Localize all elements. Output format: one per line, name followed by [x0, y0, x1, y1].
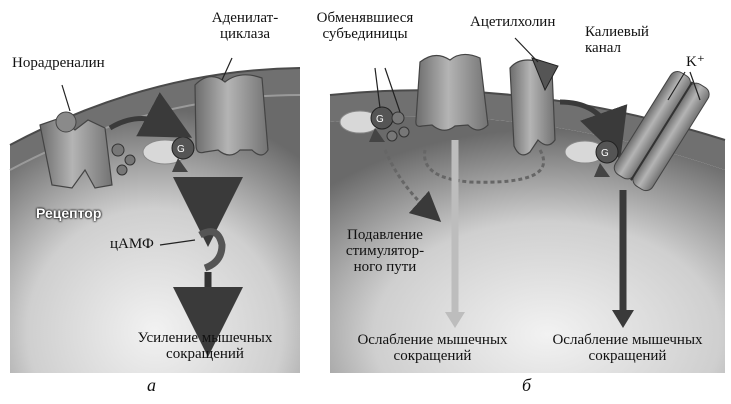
label-adenylate-2: циклаза — [219, 26, 271, 42]
dashed-loop-arrow — [423, 149, 546, 184]
label-kchannel-1: Калиевый — [585, 24, 649, 40]
camp-molecule — [198, 228, 226, 272]
label-receptor: Рецептор — [36, 205, 102, 221]
g-alpha-b-right-text: G — [601, 148, 609, 159]
g-alpha-a-text: G — [177, 144, 185, 155]
label-result-b-mid-2: сокращений — [393, 348, 472, 364]
g-alpha-a: G — [142, 136, 195, 172]
label-result-b-right-2: сокращений — [588, 348, 667, 364]
label-k-ion: K⁺ — [686, 54, 705, 70]
label-adenylate-1: Аденилат- — [211, 10, 279, 26]
label-result-a-2: сокращений — [166, 346, 244, 362]
adenylate-cyclase — [194, 74, 269, 156]
label-kchannel-2: канал — [585, 40, 622, 56]
subunits-pointer — [374, 67, 401, 113]
cyclase-pointer — [221, 57, 233, 81]
potassium-channel — [613, 71, 710, 192]
receptor-protein — [39, 117, 113, 189]
label-suppress-2: стимулятор- — [345, 243, 425, 259]
activation-arrow-a — [108, 92, 193, 138]
g-alpha-b-left-text: G — [376, 114, 384, 125]
label-result-a-1: Усиление мышечных — [137, 330, 273, 346]
g-alpha-b-right: G — [564, 140, 619, 177]
label-suppress-3: ного пути — [353, 259, 417, 275]
dashed-arrow-suppress — [383, 149, 442, 223]
acetylcholine-molecule — [531, 57, 559, 92]
ach-receptor — [509, 57, 559, 156]
noradrenaline-molecule — [55, 111, 77, 133]
noradrenaline-pointer — [61, 84, 71, 112]
panel-letter-a: а — [147, 375, 156, 395]
exchanged-subunits: G — [339, 106, 410, 142]
cyclase-b — [415, 53, 489, 131]
label-result-b-mid-1: Ослабление мышечных — [357, 332, 508, 348]
label-subunits-2: субъединицы — [322, 26, 408, 42]
label-noradrenaline: Норадреналин — [12, 55, 105, 71]
k-ion-pointer — [667, 71, 701, 101]
label-acetylcholine: Ацетилхолин — [470, 14, 556, 30]
label-camp: цАМФ — [110, 236, 154, 252]
label-subunits-1: Обменявшиеся — [316, 10, 414, 26]
label-suppress-1: Подавление — [347, 227, 423, 243]
camp-pointer — [159, 239, 196, 246]
label-result-b-right-1: Ослабление мышечных — [552, 332, 703, 348]
panel-letter-b: б — [522, 375, 532, 395]
ach-pointer — [514, 37, 539, 63]
activation-arrow-b — [559, 99, 628, 160]
g-beta-gamma — [111, 143, 136, 176]
